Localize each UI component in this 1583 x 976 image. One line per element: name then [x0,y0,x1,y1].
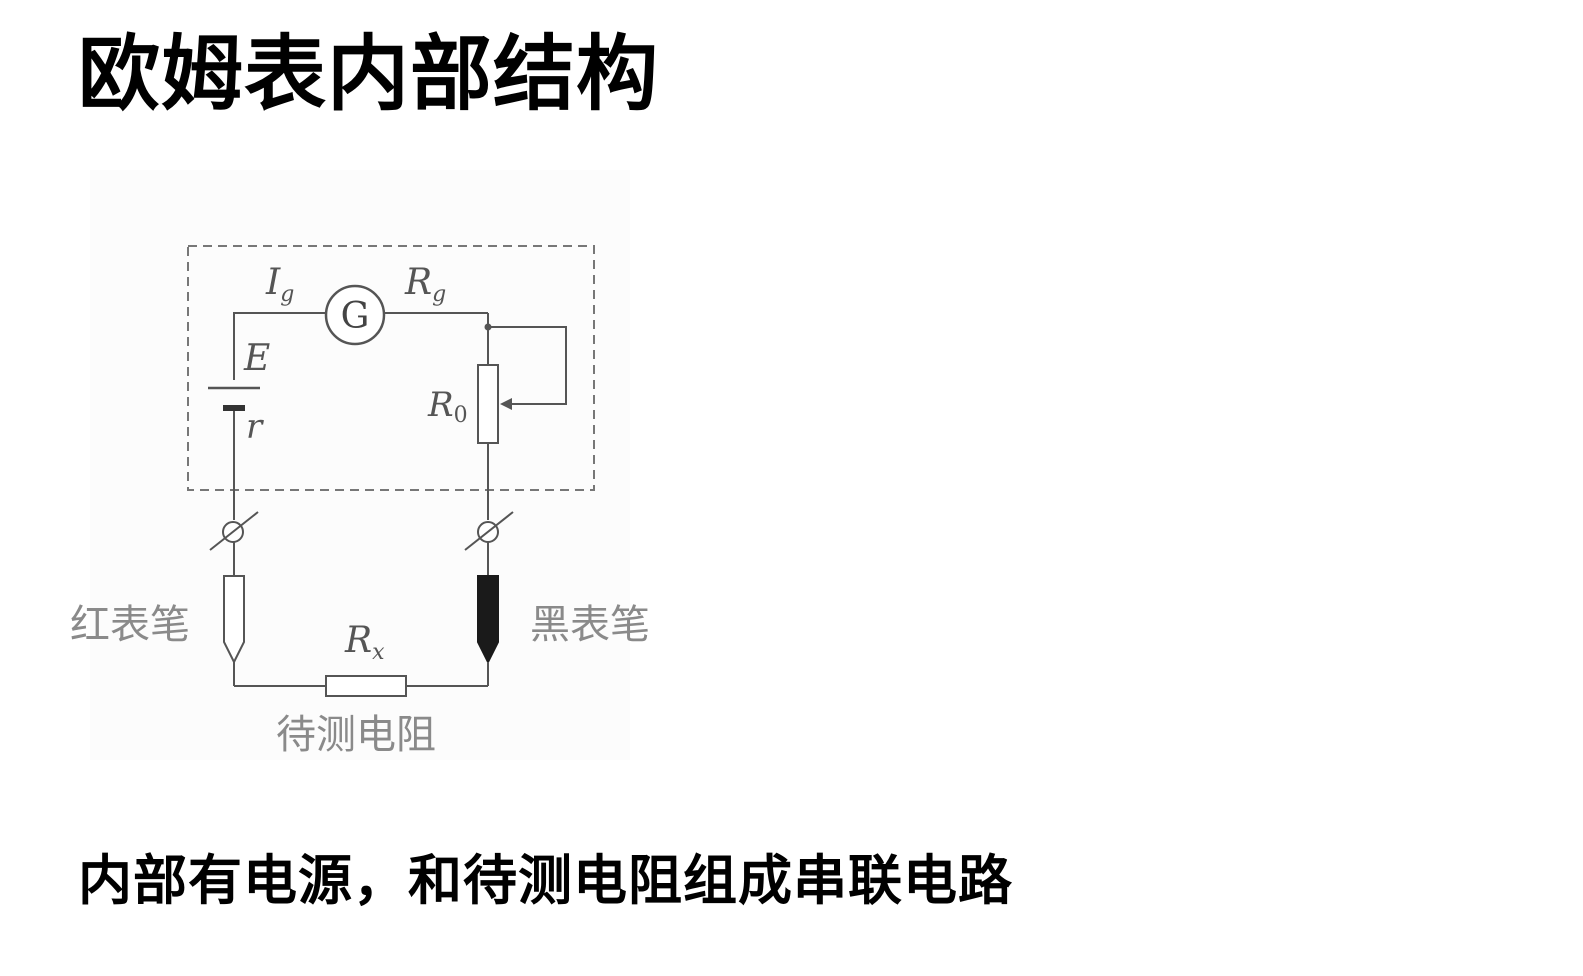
caption-text: 内部有电源，和待测电阻组成串联电路 [78,849,1013,912]
top-wire-left [233,312,325,380]
black-probe [477,575,499,665]
rheostat-wiper-arrow [500,398,512,410]
rheostat-wiper-wire [488,326,567,405]
red-probe [223,575,245,665]
black-probe-label: 黑表笔 [530,602,650,648]
meter-enclosure-dashed-box [187,245,595,491]
resistance-rg-label: Rg [404,262,446,307]
diagram-background [90,170,630,760]
unknown-resistor-label: Rx [344,620,385,665]
ohmmeter-circuit-diagram: G R0 Ig Rg E r [60,170,680,770]
page-title: 欧姆表内部结构 [78,27,660,122]
galvanometer-symbol [324,284,386,346]
rheostat-label: R0 [427,385,468,428]
internal-r-label: r [246,407,264,447]
galvanometer-letter: G [341,296,370,337]
rheostat-r0 [477,364,499,444]
red-jack-slash [209,511,259,551]
battery-short-plate [223,405,245,411]
current-ig-label: Ig [265,262,294,307]
emf-label: E [243,338,270,379]
unknown-resistor-rx [325,675,407,697]
resistor-under-test-label: 待测电阻 [276,712,436,758]
black-jack-slash [464,511,514,551]
red-probe-label: 红表笔 [70,602,190,648]
